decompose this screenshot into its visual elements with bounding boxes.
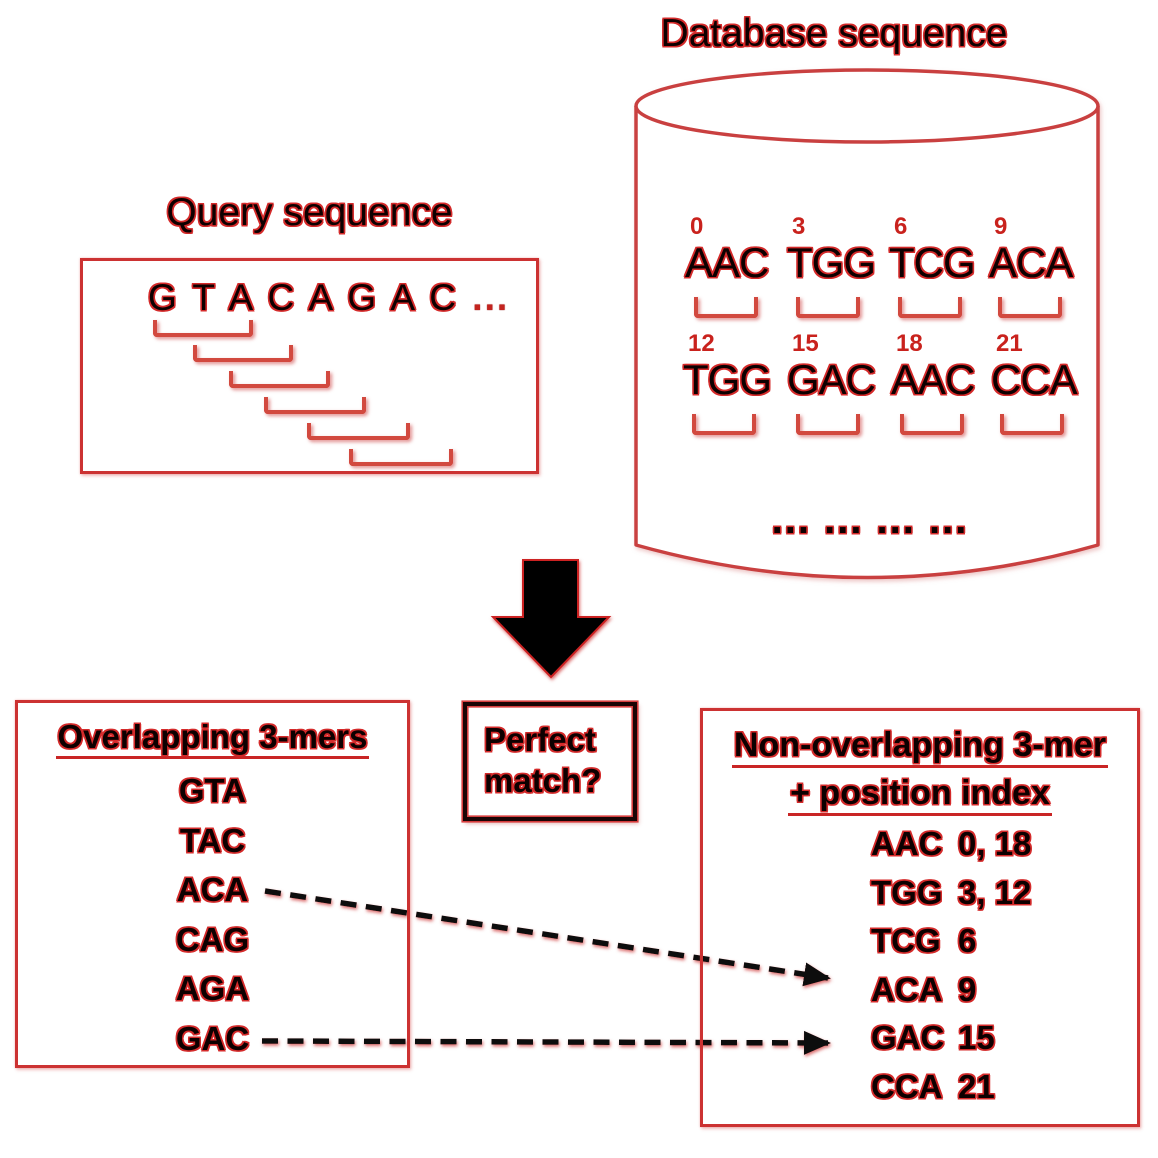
db-kmer: AAC (891, 356, 975, 403)
kmer-bracket (898, 297, 962, 318)
title-line2: + position index (788, 774, 1052, 816)
query-label: Query sequence (166, 191, 453, 234)
db-kmer-group: 0 AAC (682, 215, 784, 318)
database-cylinder-icon (634, 68, 1100, 580)
db-kmer-group: 21 CCA (988, 332, 1090, 435)
kmer-bracket (796, 297, 860, 318)
nonoverlapping-index-title: Non-overlapping 3-mer + position index (703, 721, 1137, 817)
db-kmer: CCA (991, 356, 1078, 403)
kmer-bracket (1000, 414, 1064, 435)
entry-positions: 9 (958, 970, 977, 1008)
kmer-bracket (193, 345, 293, 362)
entry-kmer: CCA (871, 1067, 943, 1105)
db-kmer: ACA (989, 239, 1073, 286)
perfect-match-box: Perfect match? (463, 702, 637, 821)
entry-positions: 21 (958, 1067, 995, 1105)
list-item: GTA (178, 772, 247, 809)
db-kmer-group: 15 GAC (784, 332, 886, 435)
perfect-match-line2: match? (484, 762, 602, 799)
list-item: GAC (175, 1019, 250, 1057)
query-sequence-letters: G T A C A G A C (148, 277, 459, 318)
kmer-bracket (900, 414, 964, 435)
db-position-number: 0 (690, 213, 704, 240)
db-kmer-group: 9 ACA (986, 215, 1088, 318)
db-ellipsis-dots: ... ... ... ... (771, 498, 969, 542)
db-kmer: TCG (889, 239, 976, 286)
kmer-bracket (694, 297, 758, 318)
kmer-bracket (692, 414, 756, 435)
nonoverlapping-index-box: Non-overlapping 3-mer + position index A… (700, 708, 1140, 1127)
query-sequence-text: G T A C A G A C ... (148, 277, 510, 319)
entry-kmer: GAC (871, 1019, 945, 1057)
kmer-bracket (153, 320, 253, 337)
db-kmer: TGG (787, 239, 876, 286)
db-kmer: GAC (787, 356, 876, 403)
down-arrow-icon (490, 559, 612, 679)
query-box (80, 258, 539, 474)
db-position-number: 18 (896, 330, 923, 357)
entry-kmer: ACA (871, 970, 943, 1008)
dashed-arrow-gac-icon (261, 1030, 831, 1055)
kmer-bracket (307, 423, 410, 440)
entry-kmer: AAC (871, 825, 943, 862)
kmer-bracket (998, 297, 1062, 318)
entry-kmer: TCG (871, 922, 941, 960)
list-item: AGA (175, 970, 250, 1008)
db-kmer: AAC (685, 239, 769, 286)
db-kmer-group: 12 TGG (680, 332, 782, 435)
kmer-bracket (796, 414, 860, 435)
list-item: ACA (176, 871, 249, 909)
db-position-number: 6 (894, 213, 908, 240)
db-kmer: TGG (683, 356, 772, 403)
index-entry-row: TGG 3, 12 (703, 874, 1137, 923)
db-kmer-group: 6 TCG (886, 215, 988, 318)
db-position-number: 21 (996, 330, 1023, 357)
dashed-arrow-aca-icon (264, 888, 831, 987)
overlapping-3mers-title: Overlapping 3-mers (18, 717, 407, 759)
entry-positions: 15 (958, 1019, 995, 1057)
entry-positions: 3, 12 (958, 873, 1032, 911)
entry-kmer: TGG (871, 873, 943, 911)
index-entry-row: ACA 9 (703, 971, 1137, 1020)
overlapping-3mers-list: GTA TAC ACA CAG AGA GAC (18, 766, 407, 1064)
perfect-match-line1: Perfect (484, 721, 596, 758)
index-entry-row: CCA 21 (703, 1068, 1137, 1117)
entry-positions: 0, 18 (958, 825, 1032, 862)
overlapping-3mers-box: Overlapping 3-mers GTA TAC ACA CAG AGA G… (15, 700, 410, 1068)
db-position-number: 3 (792, 213, 806, 240)
query-sequence-ellipsis: ... (472, 277, 510, 318)
kmer-bracket (349, 449, 453, 466)
db-position-number: 15 (792, 330, 819, 357)
index-entry-row: TCG 6 (703, 922, 1137, 971)
list-item: TAC (179, 821, 246, 859)
db-position-number: 9 (994, 213, 1008, 240)
kmer-bracket (229, 371, 330, 388)
kmer-bracket (264, 397, 366, 414)
index-entry-row: AAC 0, 18 (703, 825, 1137, 874)
db-position-number: 12 (688, 330, 715, 357)
title-line1: Non-overlapping 3-mer (731, 726, 1109, 768)
list-item: CAG (175, 920, 250, 958)
entry-positions: 6 (958, 922, 977, 960)
db-kmer-group: 18 AAC (888, 332, 990, 435)
index-entries: AAC 0, 18 TGG 3, 12 TCG 6 ACA 9 GAC 15 C… (703, 825, 1137, 1117)
database-label: Database sequence (660, 12, 1008, 55)
db-kmer-group: 3 TGG (784, 215, 886, 318)
index-entry-row: GAC 15 (703, 1019, 1137, 1068)
